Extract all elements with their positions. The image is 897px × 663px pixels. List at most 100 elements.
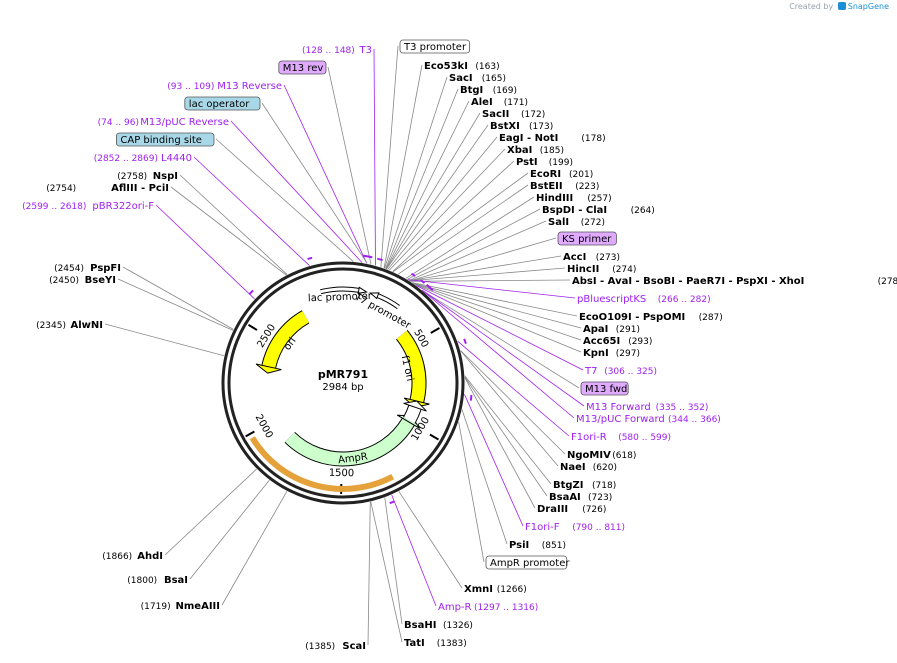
label-pos-nspi: (2758): [117, 172, 147, 182]
label-nmeaiii[interactable]: NmeAIII(1719): [141, 601, 220, 612]
label-btgi[interactable]: BtgI(169): [460, 85, 517, 96]
label-bsai[interactable]: BsaI(1800): [127, 575, 188, 586]
label-bsahi[interactable]: BsaHI(1326): [404, 620, 473, 631]
label-pos-bsaai: (723): [588, 493, 612, 503]
feature-arc-f1-ori[interactable]: [396, 330, 426, 403]
label-ecori[interactable]: EcoRI(201): [530, 169, 593, 180]
scale-tick-2000: [245, 430, 255, 438]
label-ngomiv[interactable]: NgoMIV(618): [567, 450, 636, 461]
label-m13-reverse[interactable]: M13 Reverse(93 .. 109): [167, 81, 282, 92]
label-pos-bsai: (1800): [127, 576, 157, 586]
label-t3-promoter[interactable]: T3 promoter: [399, 39, 470, 54]
label-name-draiii: DraIII: [537, 504, 568, 515]
leader-xbai: [389, 148, 506, 271]
label-hindiii[interactable]: HindIII(257): [536, 193, 612, 204]
leader-bsteii: [397, 184, 529, 275]
label-xbai[interactable]: XbaI(185): [507, 145, 564, 156]
label-eco53ki[interactable]: Eco53kI(163): [424, 61, 500, 72]
label-absi-avai-bsobi-paer7i-pspxi-xhoi[interactable]: AbsI - AvaI - BsoBI - PaeR7I - PspXI - X…: [572, 276, 897, 287]
leader-l4440: [193, 156, 310, 266]
feature-arc-ampr-promoter[interactable]: [403, 405, 421, 424]
label-ampr-promoter[interactable]: AmpR promoter: [485, 555, 570, 570]
label-btgzi[interactable]: BtgZI(718): [553, 480, 616, 491]
label-m13-puc-forward[interactable]: M13/pUC Forward(344 .. 366): [576, 414, 721, 425]
label-t3[interactable]: T3(128 .. 148): [302, 45, 372, 56]
label-box-lac-operator: [184, 96, 261, 111]
label-pos-l4440: (2852 .. 2869): [94, 154, 158, 164]
label-pos-bstxi: (173): [529, 122, 553, 132]
label-ks-primer[interactable]: KS primer: [557, 231, 617, 246]
label-afliii-pcii[interactable]: AflIII - PciI(2754): [46, 183, 169, 194]
leader-pbluescriptks: [407, 279, 576, 299]
label-pos-m13-reverse: (93 .. 109): [167, 82, 214, 92]
label-l4440[interactable]: L4440(2852 .. 2869): [94, 153, 192, 164]
label-lac-operator[interactable]: lac operator: [184, 96, 261, 111]
label-m13-rev[interactable]: M13 rev: [278, 60, 327, 75]
feature-arc-ori[interactable]: [262, 311, 310, 369]
label-psti[interactable]: PstI(199): [516, 157, 573, 168]
label-text-ampr-promoter: AmpR promoter: [490, 558, 570, 569]
label-amp-r[interactable]: Amp-R(1297 .. 1316): [438, 602, 538, 613]
scale-tick-1000: [429, 433, 440, 441]
label-cap-binding-site[interactable]: CAP binding site: [116, 132, 215, 147]
label-pos-bsteii: (223): [575, 182, 599, 192]
label-bspdi-clai[interactable]: BspDI - ClaI(264): [542, 205, 655, 216]
label-psii[interactable]: PsiI(851): [509, 540, 566, 551]
label-pos-alei: (171): [504, 98, 528, 108]
label-scai[interactable]: ScaI(1385): [305, 641, 366, 652]
label-bsaai[interactable]: BsaAI(723): [549, 492, 612, 503]
leader-kpni: [414, 283, 582, 353]
label-pos-xbai: (185): [540, 146, 564, 156]
label-name-btgi: BtgI: [460, 85, 483, 96]
label-hincii[interactable]: HincII(274): [567, 264, 636, 275]
label-draiii[interactable]: DraIII(726): [537, 504, 606, 515]
label-ahdi[interactable]: AhdI(1866): [102, 551, 163, 562]
label-pos-psti: (199): [549, 158, 573, 168]
label-alei[interactable]: AleI(171): [471, 97, 528, 108]
label-eagi-noti[interactable]: EagI - NotI(178): [499, 133, 606, 144]
leader-scai: [367, 501, 371, 646]
leader-bseyi: [117, 278, 234, 331]
leader-afliii-pcii: [170, 186, 287, 276]
label-sacii[interactable]: SacII(172): [482, 109, 545, 120]
snapgene-credit: Created by SnapGene: [789, 2, 889, 11]
leader-ks-primer: [409, 237, 557, 282]
leader-lines: [104, 45, 585, 646]
label-name-sali: SalI: [548, 217, 569, 228]
label-bsteii[interactable]: BstEII(223): [530, 181, 599, 192]
label-name-hindiii: HindIII: [536, 193, 573, 204]
label-saci[interactable]: SacI(165): [449, 73, 506, 84]
feature-arc-lac-promoter[interactable]: [320, 287, 360, 294]
label-m13-forward[interactable]: M13 Forward(335 .. 352): [586, 402, 708, 413]
label-t7[interactable]: T7(306 .. 325): [584, 366, 657, 377]
label-pspfi[interactable]: PspFI(2454): [54, 263, 121, 274]
label-acc65i[interactable]: Acc65I(293): [583, 336, 652, 347]
label-bstxi[interactable]: BstXI(173): [490, 121, 553, 132]
label-bseyi[interactable]: BseYI(2450): [49, 275, 116, 286]
label-pbr322ori-f[interactable]: pBR322ori-F(2599 .. 2618): [22, 201, 154, 212]
label-acci[interactable]: AccI(273): [563, 252, 620, 263]
label-xmni[interactable]: XmnI(1266): [464, 584, 527, 595]
feature-arc-ampr[interactable]: [285, 418, 414, 466]
label-alwni[interactable]: AlwNI(2345): [36, 320, 103, 331]
label-pbluescriptks[interactable]: pBluescriptKS(266 .. 282): [577, 294, 711, 305]
label-name-alwni: AlwNI: [71, 320, 104, 331]
label-f1ori-r[interactable]: F1ori-R(580 .. 599): [571, 432, 671, 443]
label-m13-puc-reverse[interactable]: M13/pUC Reverse(74 .. 96): [98, 117, 229, 128]
label-pos-t7: (306 .. 325): [604, 367, 657, 377]
leader-f1ori-r: [457, 340, 570, 437]
label-name-btgzi: BtgZI: [553, 480, 584, 491]
label-ecoo109i-pspomi[interactable]: EcoO109I - PspOMI(287): [579, 312, 723, 323]
label-apai[interactable]: ApaI(291): [583, 324, 640, 335]
label-tati[interactable]: TatI(1383): [404, 638, 467, 649]
label-text-m13-rev: M13 rev: [283, 63, 324, 74]
label-name-m13-puc-forward: M13/pUC Forward: [576, 414, 665, 425]
label-sali[interactable]: SalI(272): [548, 217, 605, 228]
label-f1ori-f[interactable]: F1ori-F(790 .. 811): [525, 522, 625, 533]
label-m13-fwd[interactable]: M13 fwd: [580, 381, 629, 396]
label-naei[interactable]: NaeI(620): [560, 462, 617, 473]
label-name-saci: SacI: [449, 73, 473, 84]
label-pos-xmni: (1266): [497, 585, 527, 595]
label-kpni[interactable]: KpnI(297): [583, 348, 640, 359]
label-nspi[interactable]: NspI(2758): [117, 171, 178, 182]
